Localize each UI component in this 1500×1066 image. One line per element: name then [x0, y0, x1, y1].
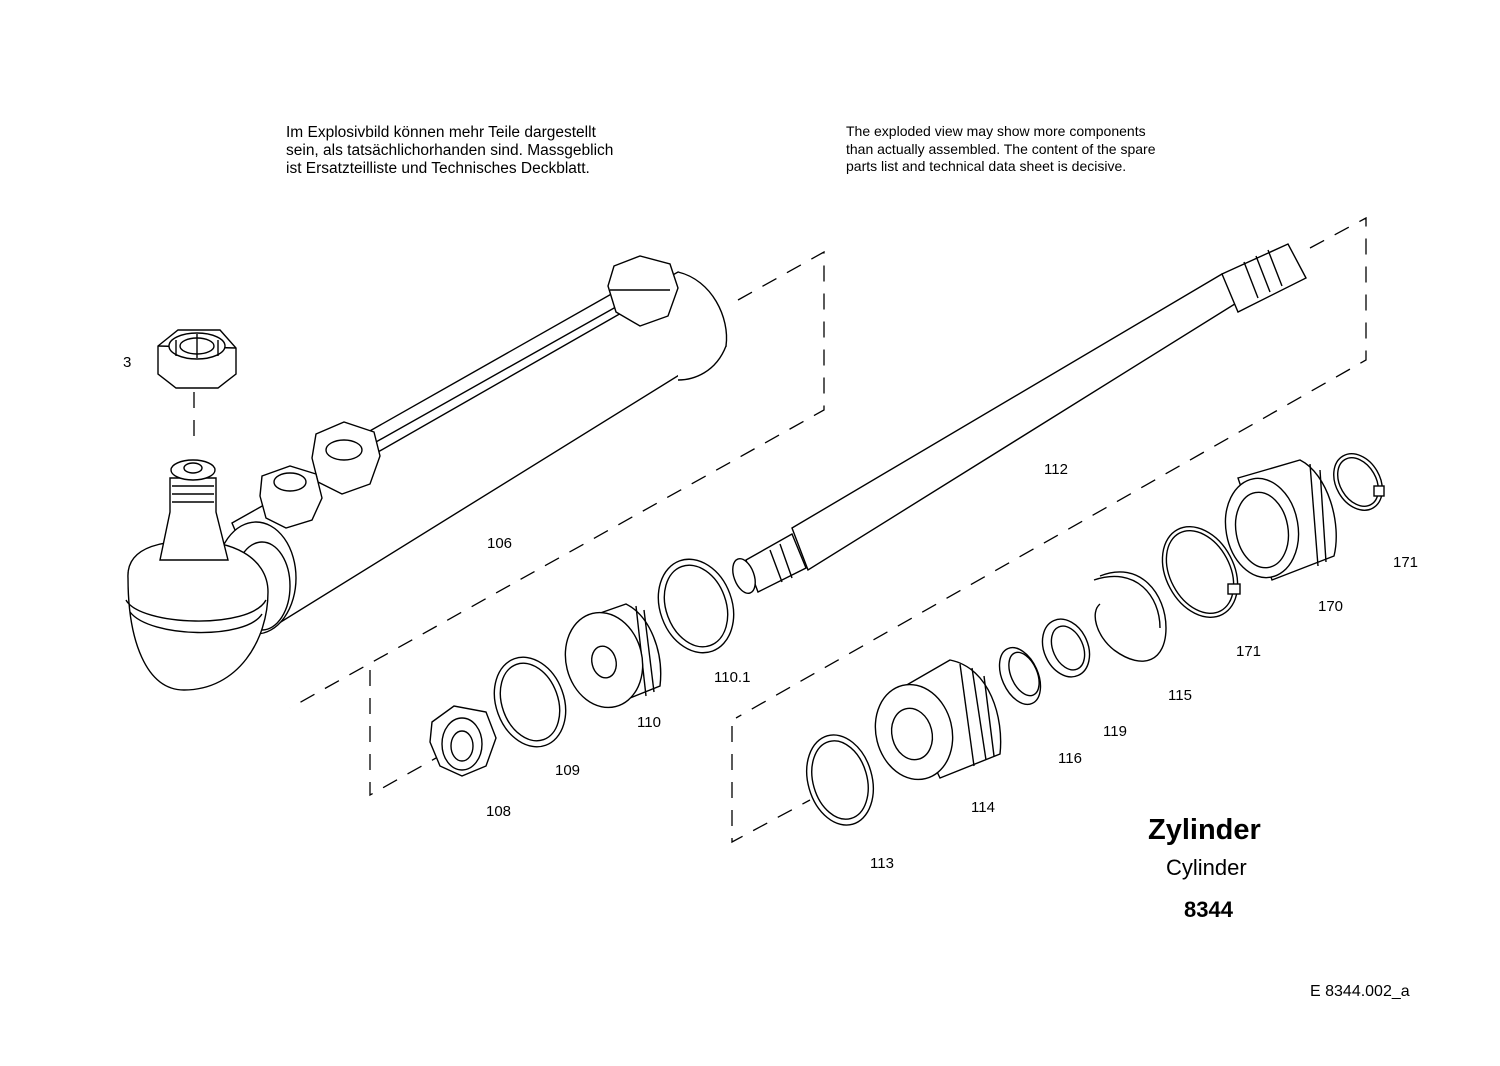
- part-label: 110: [637, 714, 661, 731]
- drawing-id: E 8344.002_a: [1310, 983, 1410, 1000]
- rod-seal-part: [998, 646, 1042, 706]
- part-label: 112: [1044, 461, 1068, 478]
- part-label: 113: [870, 855, 894, 872]
- retaining-ring-upper-part: [1333, 453, 1385, 511]
- threaded-cap-part: [1224, 459, 1337, 581]
- note-english: The exploded view may show more componen…: [846, 123, 1156, 174]
- piston-part: [564, 603, 662, 709]
- guide-bush-part: [874, 659, 1002, 781]
- o-ring-113-part: [806, 734, 874, 826]
- part-label: 108: [486, 803, 511, 820]
- piston-seal-part: [657, 558, 735, 654]
- note-german: Im Explosivbild können mehr Teile darges…: [286, 124, 614, 177]
- part-label: 170: [1318, 598, 1343, 615]
- title-german: Zylinder: [1148, 814, 1261, 846]
- wiper-part: [1041, 618, 1091, 678]
- title-english: Cylinder: [1166, 855, 1247, 880]
- part-label: 115: [1168, 687, 1192, 704]
- snap-ring-part: [1093, 571, 1167, 662]
- part-label: 171: [1236, 643, 1261, 660]
- part-labels: 3 106 108 109 110 110.1 112 113 114 116 …: [123, 354, 1418, 872]
- cylinder-tube-part: [125, 255, 728, 691]
- castle-nut-part: [157, 329, 237, 389]
- part-label: 110.1: [714, 669, 750, 686]
- part-label: 114: [971, 799, 995, 816]
- retaining-ring-lower-part: [1161, 526, 1241, 618]
- title-number: 8344: [1184, 897, 1233, 922]
- o-ring-109-part: [493, 656, 567, 748]
- assembly-guide-lines: [193, 216, 1367, 844]
- part-label: 171: [1393, 554, 1418, 571]
- part-label: 116: [1058, 750, 1082, 767]
- piston-rod-part: [732, 243, 1307, 594]
- part-label: 119: [1103, 723, 1127, 740]
- part-label: 109: [555, 762, 580, 779]
- part-label: 106: [487, 535, 512, 552]
- part-label: 3: [123, 354, 131, 371]
- hex-nut-part: [429, 705, 497, 777]
